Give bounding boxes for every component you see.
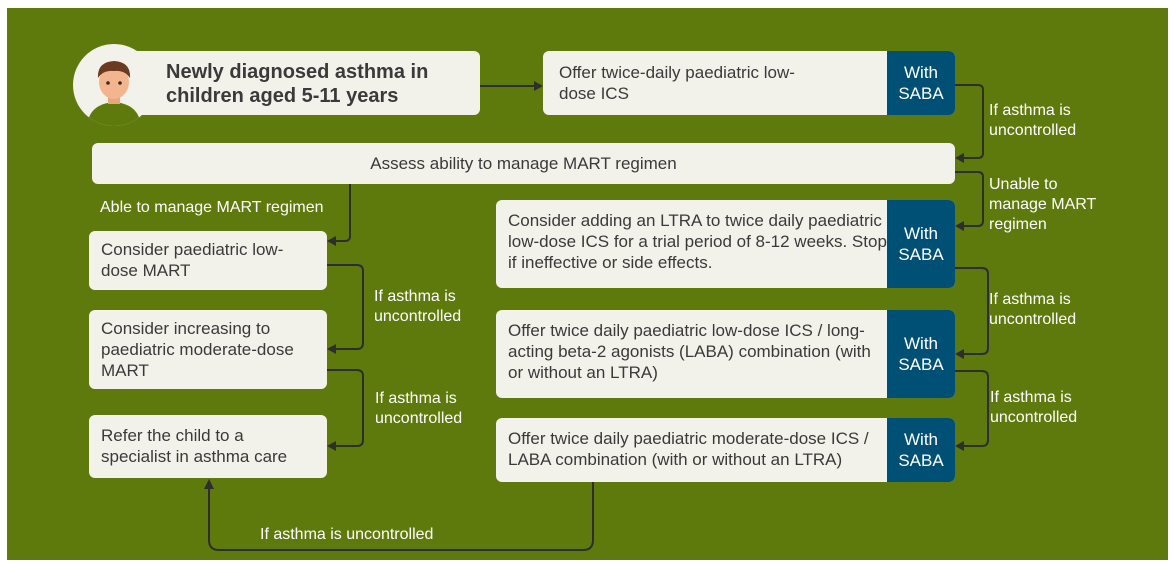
able-mart-label: Able to manage MART regimen bbox=[100, 199, 324, 216]
left-step3-text: Refer the child to a specialist in asthm… bbox=[101, 426, 288, 466]
uncontrolled-1-label: If asthma is uncontrolled bbox=[989, 102, 1077, 139]
offer-low-dose-text: Offer twice-daily paediatric low-dose IC… bbox=[559, 63, 795, 103]
left-step3-node bbox=[89, 415, 327, 478]
left-step1-text: Consider paediatric low-dose MART bbox=[101, 240, 284, 280]
left-step1-node bbox=[89, 231, 327, 290]
right-step3-text: Offer twice daily paediatric moderate-do… bbox=[508, 429, 869, 469]
left-step2-text: Consider increasing to paediatric modera… bbox=[101, 319, 294, 380]
saba-tag-right-step3: With SABA bbox=[887, 418, 955, 482]
right-step2-node bbox=[496, 310, 955, 398]
assess-node bbox=[92, 143, 955, 184]
unable-mart-label: Unable to manage MART regimen bbox=[989, 176, 1097, 233]
uncontrolled-left-1-label: If asthma is uncontrolled bbox=[374, 288, 462, 325]
left-step2-node bbox=[89, 310, 327, 389]
right-step3-node bbox=[496, 418, 955, 482]
right-step2-text: Offer twice daily paediatric low-dose IC… bbox=[508, 321, 871, 382]
uncontrolled-left-2-label: If asthma is uncontrolled bbox=[375, 390, 463, 427]
assess-text: Assess ability to manage MART regimen bbox=[370, 154, 677, 173]
child-avatar-icon bbox=[73, 44, 155, 126]
right-step1-node bbox=[496, 200, 955, 288]
saba-tag-offer-low-dose: With SABA bbox=[887, 51, 955, 115]
uncontrolled-right-1-label: If asthma is uncontrolled bbox=[989, 291, 1077, 328]
uncontrolled-bottom-label: If asthma is uncontrolled bbox=[260, 526, 434, 543]
saba-tag-right-step2: With SABA bbox=[887, 310, 955, 398]
start-title: Newly diagnosed asthma in children aged … bbox=[166, 61, 429, 107]
uncontrolled-right-2-label: If asthma is uncontrolled bbox=[990, 389, 1078, 426]
offer-low-dose-node bbox=[543, 51, 955, 115]
saba-tag-right-step1: With SABA bbox=[887, 200, 955, 288]
start-node bbox=[95, 51, 480, 115]
right-step1-text: Consider adding an LTRA to twice daily p… bbox=[508, 211, 887, 272]
